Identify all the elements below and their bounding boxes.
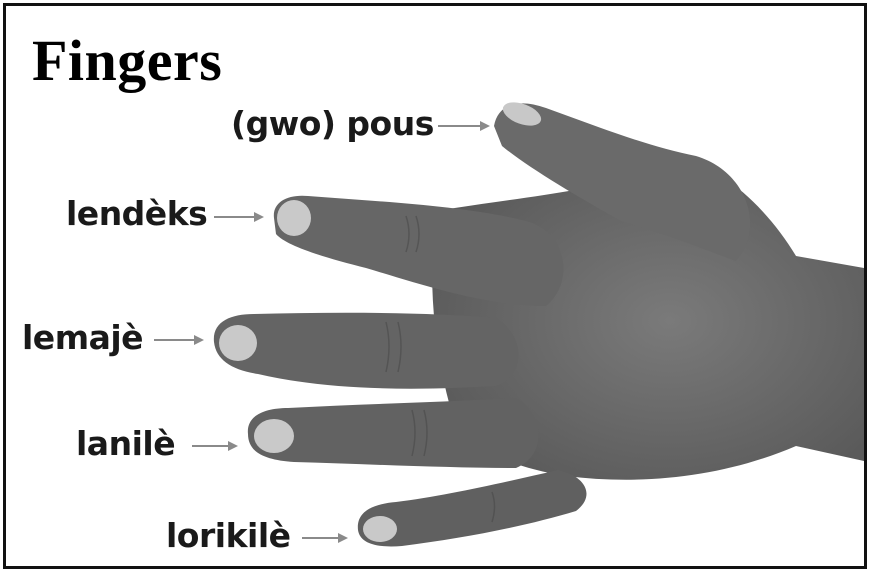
diagram-frame: Fingers (gwo) pous lendèks lemajè lanilè…: [3, 3, 867, 569]
label-pinky: lorikilè: [166, 518, 291, 554]
nail-index: [277, 200, 311, 236]
page-title: Fingers: [32, 32, 222, 90]
label-ring: lanilè: [76, 426, 175, 462]
label-index: lendèks: [66, 196, 207, 232]
nail-pinky: [363, 516, 397, 542]
label-middle: lemajè: [22, 320, 143, 356]
nail-middle: [219, 325, 257, 361]
label-thumb: (gwo) pous: [231, 106, 434, 142]
finger-middle: [214, 313, 519, 389]
nail-ring: [254, 419, 294, 453]
